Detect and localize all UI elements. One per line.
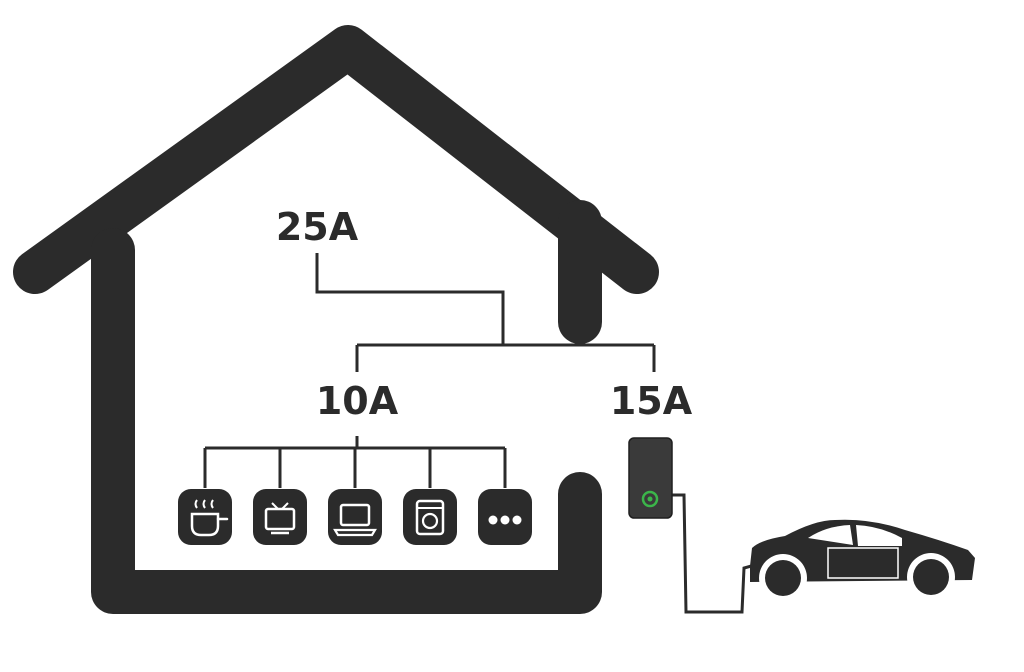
appliances-branch-label: 10A xyxy=(316,379,399,423)
more-dots-icon xyxy=(478,489,532,545)
ev-charger-icon xyxy=(628,437,673,519)
charging-cable xyxy=(671,493,756,614)
cooking-pot-icon xyxy=(178,489,232,545)
tv-icon xyxy=(253,489,307,545)
main-supply-label: 25A xyxy=(276,205,359,249)
appliance-icons xyxy=(178,489,532,545)
charger-branch-label: 15A xyxy=(610,379,693,423)
car-icon xyxy=(750,519,975,602)
wiring xyxy=(203,253,756,614)
laptop-icon xyxy=(328,489,382,545)
charger-status-led xyxy=(641,490,659,508)
house-outline xyxy=(13,25,659,614)
washing-machine-icon xyxy=(403,489,457,545)
